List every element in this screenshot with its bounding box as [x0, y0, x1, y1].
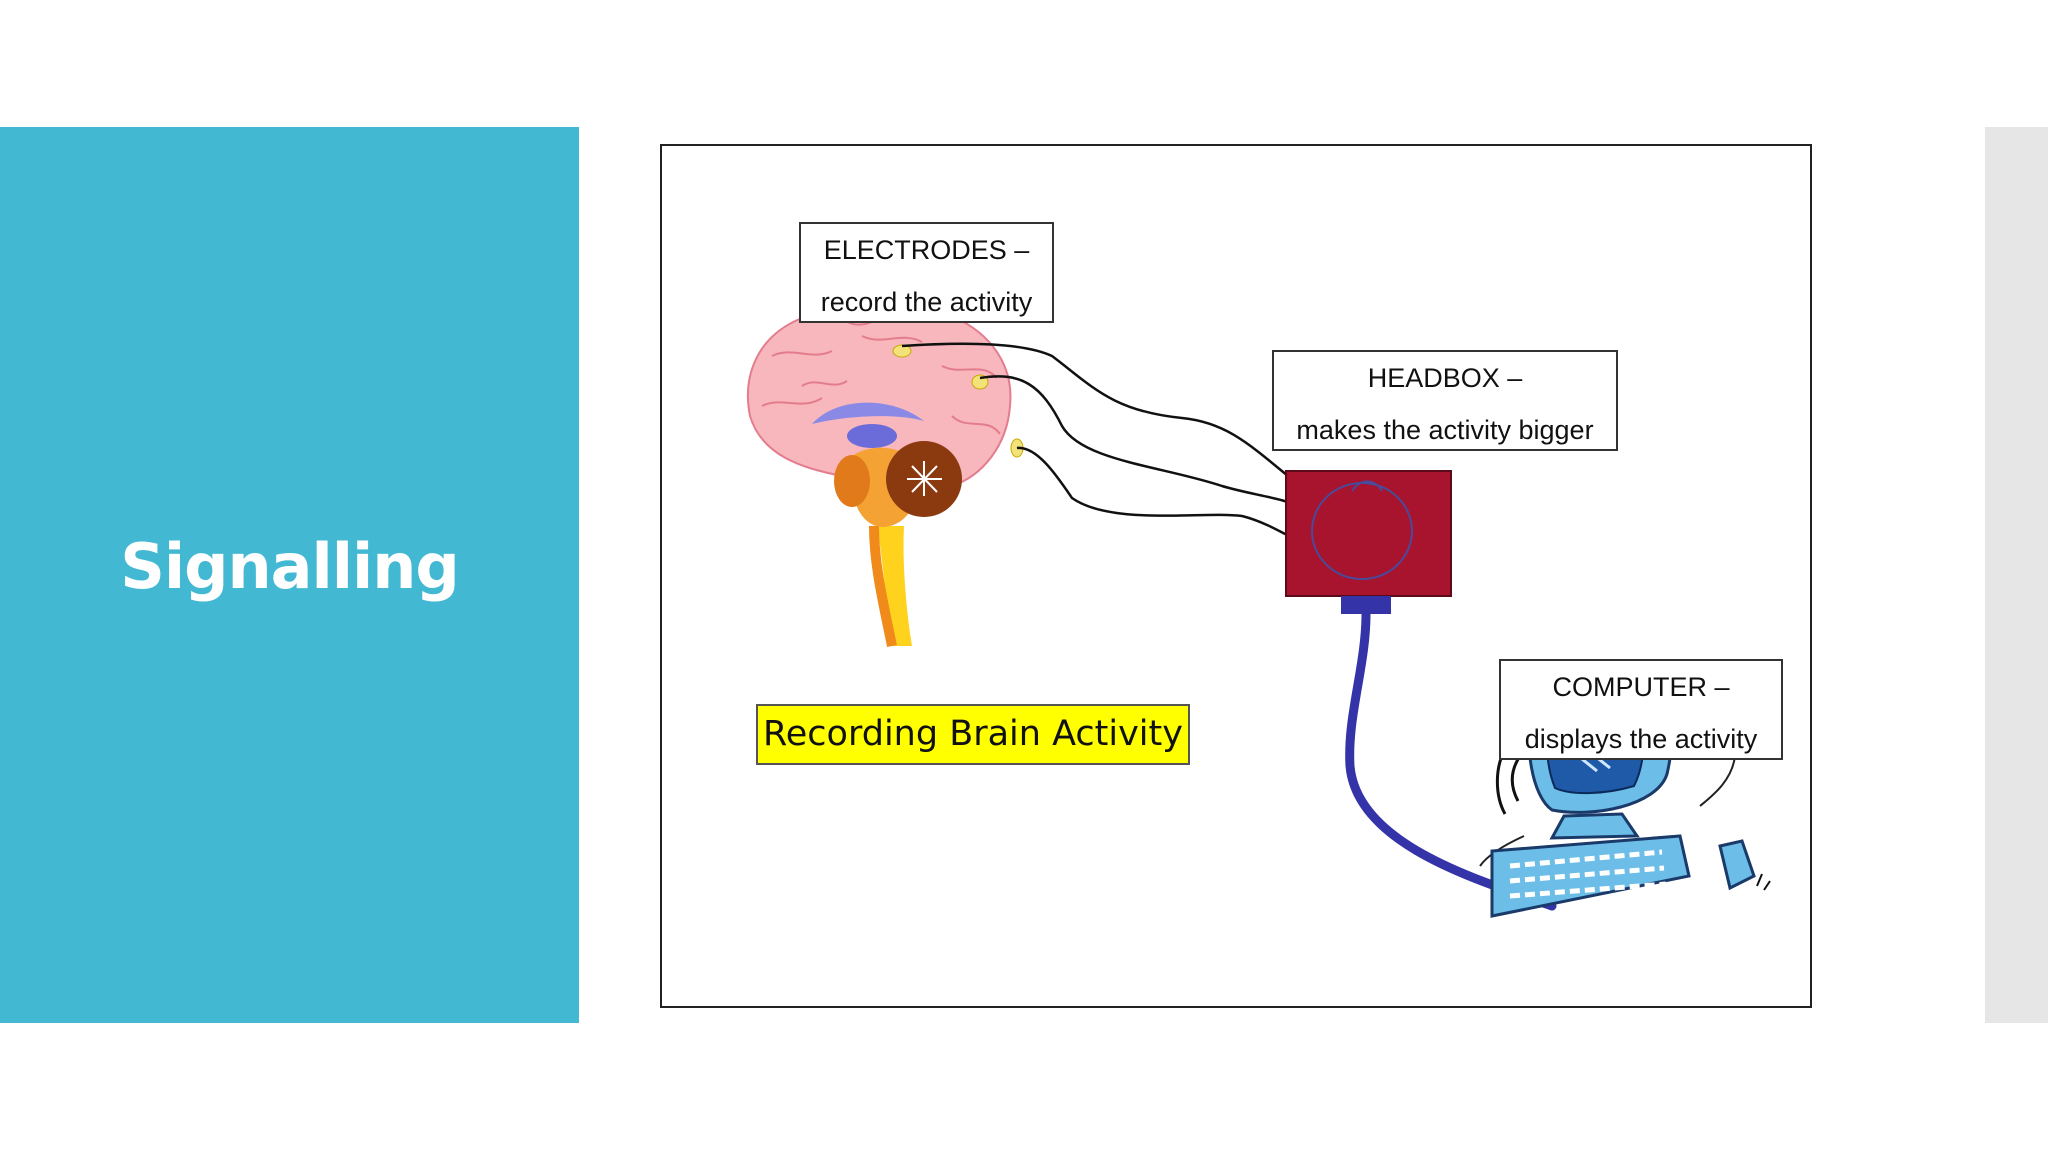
- computer-callout-line1: COMPUTER –: [1552, 672, 1730, 702]
- headbox-callout-line2: makes the activity bigger: [1296, 415, 1594, 445]
- brain-illustration: [746, 300, 1024, 647]
- headbox-callout: HEADBOX – makes the activity bigger: [1272, 350, 1618, 451]
- side-panel: [1985, 127, 2048, 1023]
- title-panel: [0, 127, 579, 1023]
- electrodes-callout: ELECTRODES – record the activity: [799, 222, 1054, 323]
- headbox-cable: [1345, 609, 1557, 911]
- computer-callout-line2: displays the activity: [1524, 724, 1758, 754]
- electrodes-callout-line2: record the activity: [820, 287, 1033, 317]
- diagram-figure: ELECTRODES – record the activity HEADBOX…: [660, 144, 1812, 1008]
- headbox-icon: [1285, 470, 1452, 614]
- headbox-callout-line1: HEADBOX –: [1367, 363, 1523, 393]
- computer-callout: COMPUTER – displays the activity: [1499, 659, 1783, 760]
- slide-title: Signalling: [120, 530, 460, 603]
- recording-banner: Recording Brain Activity: [756, 704, 1190, 765]
- electrodes-callout-line1: ELECTRODES –: [823, 235, 1030, 265]
